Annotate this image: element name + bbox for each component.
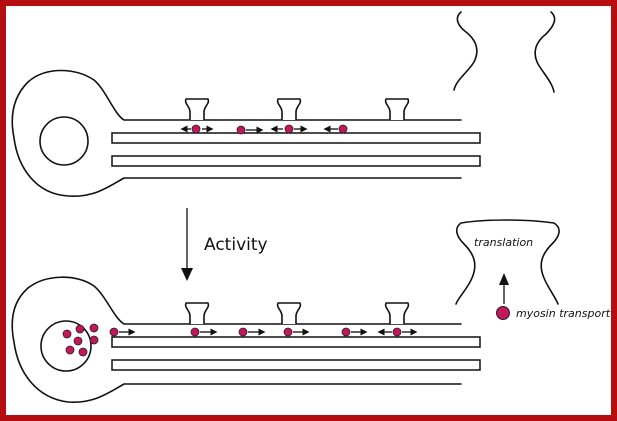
activity-label: Activity xyxy=(204,235,268,255)
spine-bottom-2 xyxy=(276,302,302,324)
spine-top-2 xyxy=(276,98,302,120)
mrna-particle xyxy=(283,327,293,337)
microtubule-top-1 xyxy=(111,132,481,144)
mrna-particle xyxy=(78,347,88,357)
mrna-particle xyxy=(62,329,72,339)
nucleus-top xyxy=(39,116,89,166)
spine-top-3 xyxy=(384,98,410,120)
mrna-particle xyxy=(392,327,402,337)
spine-top-1 xyxy=(184,98,210,120)
spine-bottom-3 xyxy=(384,302,410,324)
mrna-particle xyxy=(65,345,75,355)
mrna-particle xyxy=(73,336,83,346)
mrna-particle xyxy=(75,324,85,334)
transport-top xyxy=(180,124,348,135)
microtubule-top-2 xyxy=(111,155,481,167)
presynaptic-terminal-bottom xyxy=(455,219,560,305)
myosin-transport xyxy=(496,273,510,320)
microtubule-bottom-1 xyxy=(111,336,481,348)
presynaptic-terminal-top xyxy=(453,11,556,93)
mrna-particle xyxy=(191,124,201,134)
transport-bottom xyxy=(109,327,418,337)
myosin-transport-label: myosin transport xyxy=(516,307,611,320)
mrna-particle xyxy=(238,327,248,337)
mrna-particle xyxy=(190,327,200,337)
neuron-top xyxy=(11,69,481,197)
mrna-particle xyxy=(341,327,351,337)
mrna-particle xyxy=(284,124,294,134)
mrna-particle xyxy=(338,124,348,134)
microtubule-bottom-2 xyxy=(111,359,481,371)
mrna-particle xyxy=(109,327,119,337)
neuron-top-outline xyxy=(11,69,462,197)
nucleus-bottom xyxy=(40,320,92,372)
neuron-bottom-outline xyxy=(11,276,462,403)
neuron-diagram: Activity xyxy=(11,11,611,403)
nuclear-particles xyxy=(62,323,99,357)
mrna-particle xyxy=(89,323,99,333)
translation-label: translation xyxy=(474,236,533,249)
myosin-particle xyxy=(496,306,510,320)
neuron-bottom xyxy=(11,276,481,403)
activity-arrow xyxy=(181,208,193,281)
spine-bottom-1 xyxy=(184,302,210,324)
mrna-particle xyxy=(89,335,99,345)
mrna-particle xyxy=(236,125,246,135)
